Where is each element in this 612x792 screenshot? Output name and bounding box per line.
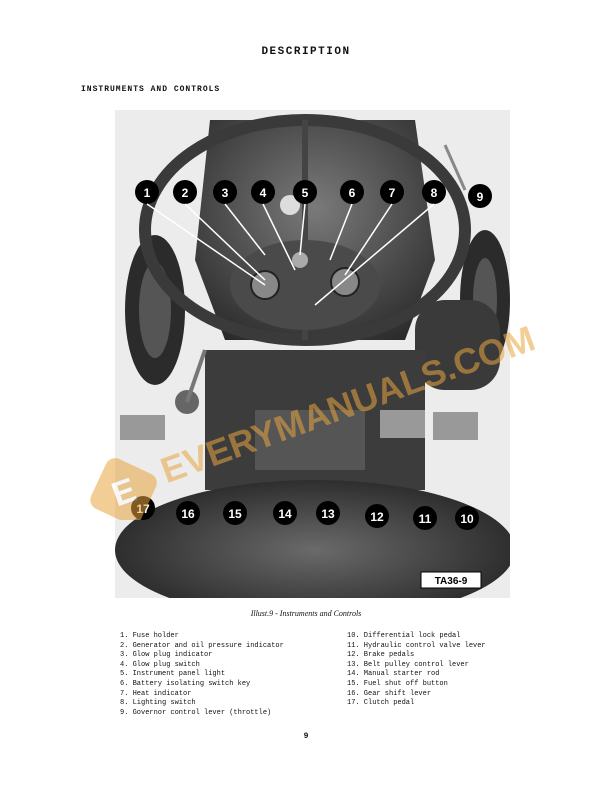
svg-text:10: 10 xyxy=(460,512,474,526)
legend-item: 4. Glow plug switch xyxy=(120,660,200,669)
legend-item: 8. Lighting switch xyxy=(120,699,196,708)
svg-text:3: 3 xyxy=(222,186,229,200)
legend-item: 12. Brake pedals xyxy=(347,651,415,660)
svg-text:14: 14 xyxy=(278,507,292,521)
svg-text:17: 17 xyxy=(136,502,150,516)
svg-text:16: 16 xyxy=(181,507,195,521)
svg-text:8: 8 xyxy=(431,186,438,200)
callout-6: 6 xyxy=(340,180,364,204)
callout-7: 7 xyxy=(380,180,404,204)
callout-5: 5 xyxy=(293,180,317,204)
svg-text:13: 13 xyxy=(321,507,335,521)
callout-10: 10 xyxy=(455,506,479,530)
page-title: DESCRIPTION xyxy=(261,46,351,58)
section-title: INSTRUMENTS AND CONTROLS xyxy=(81,85,221,94)
callout-12: 12 xyxy=(365,504,389,528)
legend-item: 13. Belt pulley control lever xyxy=(347,660,469,669)
tractor-controls-photo: 1 2 3 4 5 6 7 8 9 10 11 12 13 14 15 16 1… xyxy=(115,110,510,598)
svg-text:12: 12 xyxy=(370,510,384,524)
callout-11: 11 xyxy=(413,506,437,530)
legend-item: 6. Battery isolating switch key xyxy=(120,679,251,688)
legend-item: 1. Fuse holder xyxy=(120,632,179,640)
legend-item: 11. Hydraulic control valve lever xyxy=(347,641,486,650)
callout-16: 16 xyxy=(176,501,200,525)
legend-item: 9. Governor control lever (throttle) xyxy=(120,708,272,717)
svg-text:9: 9 xyxy=(477,190,484,204)
legend-item: 3. Glow plug indicator xyxy=(120,651,213,660)
svg-text:6: 6 xyxy=(349,186,356,200)
svg-text:15: 15 xyxy=(228,507,242,521)
callout-9: 9 xyxy=(468,184,492,208)
legend-right: 10. Differential lock pedal 11. Hydrauli… xyxy=(347,632,486,709)
legend-item: 14. Manual starter rod xyxy=(347,670,440,679)
legend-item: 15. Fuel shut off button xyxy=(347,679,448,688)
svg-text:1: 1 xyxy=(144,186,151,200)
callout-8: 8 xyxy=(422,180,446,204)
svg-text:2: 2 xyxy=(182,186,189,200)
legend-item: 7. Heat indicator xyxy=(120,689,192,698)
svg-text:11: 11 xyxy=(419,512,432,526)
figure-tag: TA36-9 xyxy=(435,576,468,587)
callout-15: 15 xyxy=(223,501,247,525)
legend-item: 5. Instrument panel light xyxy=(120,670,226,679)
callout-13: 13 xyxy=(316,501,340,525)
legend-item: 2. Generator and oil pressure indicator xyxy=(120,641,284,650)
legend-item: 17. Clutch pedal xyxy=(347,699,415,708)
page-number: 9 xyxy=(303,732,309,741)
legend-item: 10. Differential lock pedal xyxy=(347,632,461,640)
figure-caption: Illust.9 - Instruments and Controls xyxy=(250,609,362,618)
callout-2: 2 xyxy=(173,180,197,204)
callout-17: 17 xyxy=(131,496,155,520)
svg-text:7: 7 xyxy=(389,186,396,200)
svg-text:4: 4 xyxy=(260,186,267,200)
callout-4: 4 xyxy=(251,180,275,204)
legend-item: 16. Gear shift lever xyxy=(347,689,432,698)
callout-14: 14 xyxy=(273,501,297,525)
callout-3: 3 xyxy=(213,180,237,204)
legend-left: 1. Fuse holder 2. Generator and oil pres… xyxy=(120,632,284,718)
svg-text:5: 5 xyxy=(302,186,309,200)
callout-1: 1 xyxy=(135,180,159,204)
